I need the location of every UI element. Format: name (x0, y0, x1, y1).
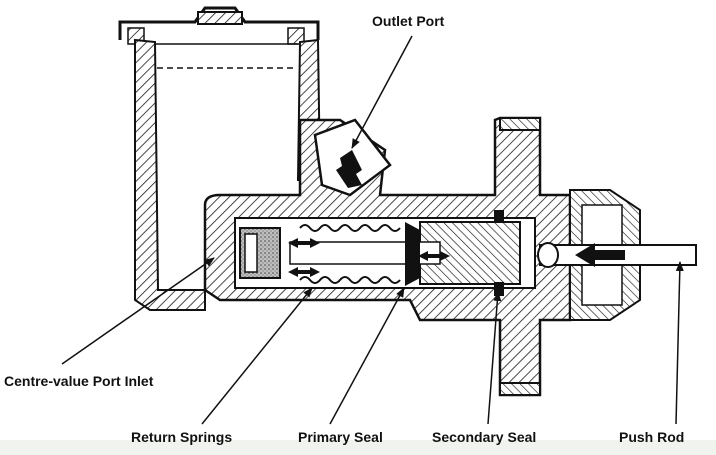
label-centre-value-port-inlet: Centre-value Port Inlet (4, 373, 154, 389)
outlet-port-boss (313, 118, 392, 197)
cylinder-bore (234, 210, 536, 296)
bottom-band (0, 440, 716, 455)
label-outlet-port: Outlet Port (372, 13, 445, 29)
label-secondary-seal: Secondary Seal (432, 429, 536, 445)
label-return-springs: Return Springs (131, 429, 232, 445)
leader-lines (61, 35, 684, 425)
reservoir-cap (118, 6, 320, 45)
push-rod-assembly (537, 189, 697, 321)
label-primary-seal: Primary Seal (298, 429, 383, 445)
label-push-rod: Push Rod (619, 429, 684, 445)
